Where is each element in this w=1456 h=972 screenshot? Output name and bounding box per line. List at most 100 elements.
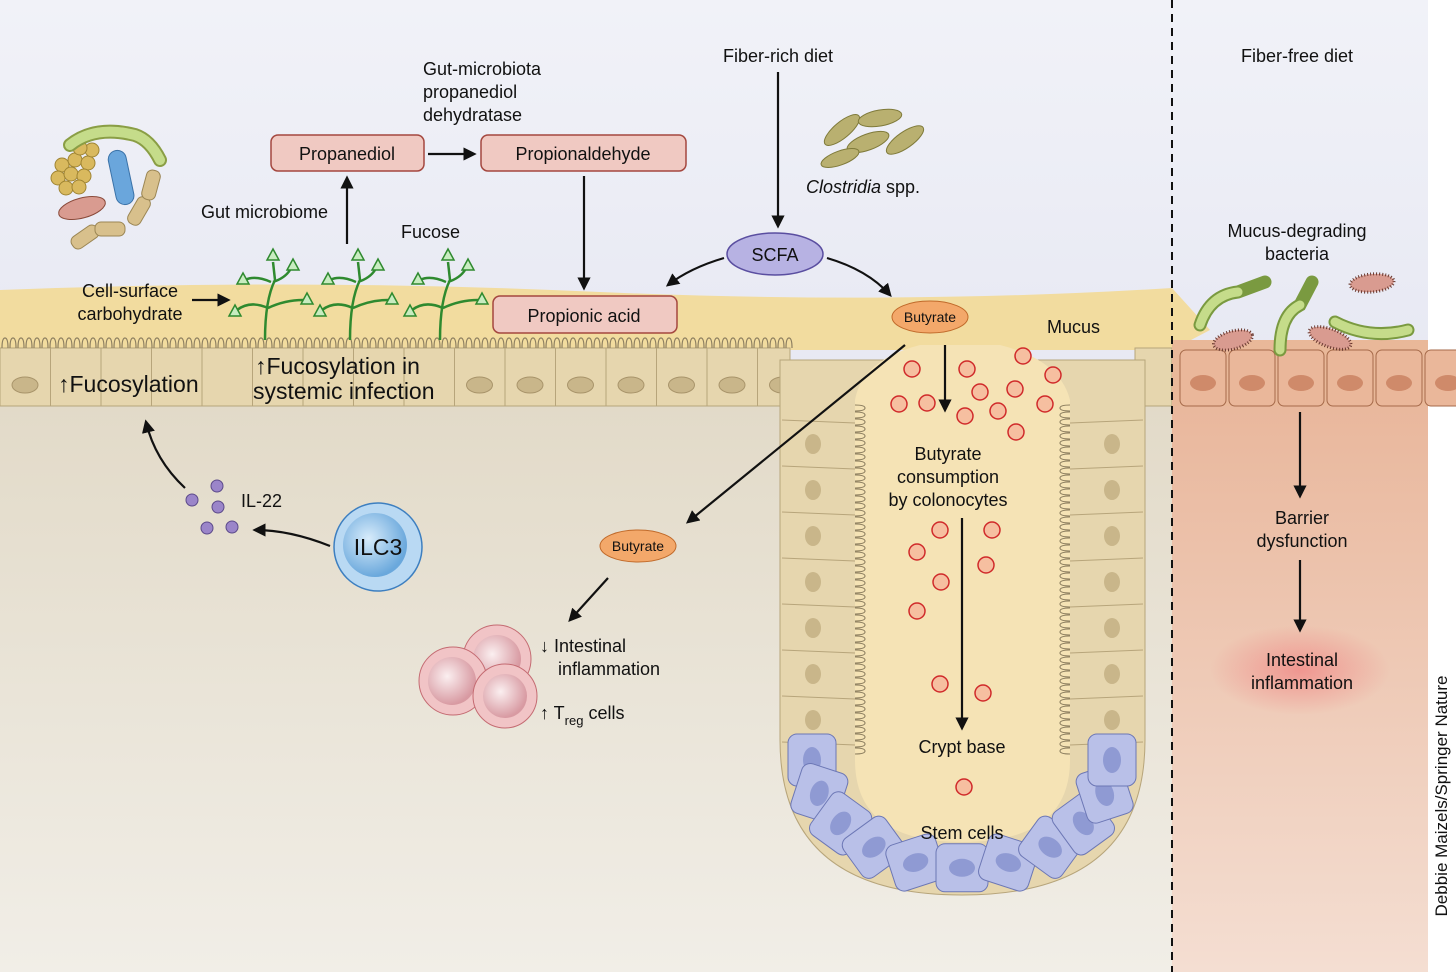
cell-border [781,603,856,608]
inflammation-down-label-2: inflammation [558,659,660,679]
butyrate-molecule [918,394,936,412]
text-labels: Gut-microbiota propanediol dehydratase G… [58,46,1367,843]
fucose-triangle [410,271,426,285]
inflammation-glow [1210,625,1390,715]
fucose-triangle [235,271,251,285]
cell-nucleus [805,664,821,684]
arrow-il22-to-fucosylation [142,419,186,489]
cell-border [781,649,856,654]
cell-nucleus [1104,572,1120,592]
treg-cells-icon [418,624,538,729]
cell-nucleus [617,376,645,394]
enzyme-label-2: propanediol [423,82,517,102]
cell-nucleus [805,434,821,454]
enzyme-label-3: dehydratase [423,105,522,125]
treg-subscript: reg [565,713,584,728]
butyrate-molecule [1044,366,1062,384]
butyrate-molecule [989,402,1007,420]
cell-border [781,557,856,562]
butyrate-molecule [977,556,995,574]
butyrate-molecule [974,684,992,702]
arrow-ilc3-to-il22 [252,523,331,548]
cell-border [1069,511,1144,516]
fucose-triangle [312,303,328,317]
cell-nucleus [1190,375,1216,391]
fucose-label: Fucose [401,222,460,242]
cell-nucleus [1435,375,1456,391]
propanediol-box: Propanediol [270,134,425,172]
butyrate-consumption-label-3: by colonocytes [888,490,1007,510]
stem-cell-nucleus [902,853,929,872]
mucus-degrading-bacteria-icon [1193,272,1415,357]
cell-surface-label-2: carbohydrate [77,304,182,324]
butyrate-consumption-label-1: Butyrate [914,444,981,464]
cell-nucleus [1104,526,1120,546]
scfa-ellipse: SCFA [726,232,824,276]
mucus-degrading-label-1: Mucus-degrading [1227,221,1366,241]
cell-nucleus [805,618,821,638]
cell-border [781,419,856,424]
ilc3-cell-icon: ILC3 [333,502,423,592]
scfa-label: SCFA [751,245,798,265]
stem-cell-nucleus [949,858,975,877]
butyrate-low-label: Butyrate [612,538,664,554]
cell-nucleus [718,376,746,394]
barrier-label-1: Barrier [1275,508,1329,528]
butyrate-molecule [1007,423,1025,441]
propionaldehyde-box: Propionaldehyde [480,134,687,172]
stem-cell [935,843,989,893]
crypt-base-label: Crypt base [918,737,1005,757]
arrow-butyrate-to-lamina [685,344,906,524]
butyrate-molecule [983,521,1001,539]
treg-label: ↑ Treg cells [540,703,624,728]
fiber-rich-diet-label: Fiber-rich diet [723,46,833,66]
fucose-triangle [285,257,301,271]
butyrate-molecule [958,360,976,378]
propionic-acid-label: Propionic acid [527,306,640,326]
cell-border [1069,649,1144,654]
fucosylation-infection-label-1: ↑Fucosylation in [255,353,420,379]
fucose-triangle [320,271,336,285]
cell-nucleus [516,376,544,394]
cell-nucleus [805,710,821,730]
fucose-tree [312,247,400,341]
cell-border [781,695,856,700]
fucose-triangle [265,247,281,261]
cell-nucleus [805,572,821,592]
fucose-tree-icons [227,247,490,341]
cell-nucleus [1104,434,1120,454]
enzyme-label-1: Gut-microbiota [423,59,542,79]
damaged-cells [1179,349,1456,407]
butyrate-molecule [908,602,926,620]
propionic-acid-box: Propionic acid [492,295,678,334]
stem-cells-label: Stem cells [920,823,1003,843]
butyrate-ellipse-low: Butyrate [599,529,677,563]
butyrate-molecules [890,347,1062,796]
cell-nucleus [1104,664,1120,684]
arrow-butyrate-to-treg [568,577,609,622]
clostridia-genus: Clostridia [806,177,881,197]
fucose-triangle [299,291,315,305]
stem-cells [787,733,1137,893]
butyrate-molecule [1006,380,1024,398]
arrows [142,72,1307,731]
fucose-triangle [440,247,456,261]
cell-nucleus [567,376,594,394]
cell-nucleus [466,376,493,394]
butyrate-molecule [931,521,949,539]
image-credit: Debbie Maizels/Springer Nature [1428,0,1456,972]
arrow-scfa-to-butyrate [826,256,892,297]
butyrate-consumption-label-2: consumption [897,467,999,487]
stem-cell-nucleus [1095,780,1115,806]
stem-cell-nucleus [809,780,829,806]
stem-cell-nucleus [830,811,852,836]
cell-border [781,465,856,470]
bacteria-cluster-icon [50,124,167,250]
butyrate-molecule [956,407,974,425]
clostridia-label: Clostridia spp. [806,177,920,197]
arrow-scfa-to-propionic [665,256,725,287]
barrier-label-2: dysfunction [1256,531,1347,551]
fucose-triangle [402,303,418,317]
